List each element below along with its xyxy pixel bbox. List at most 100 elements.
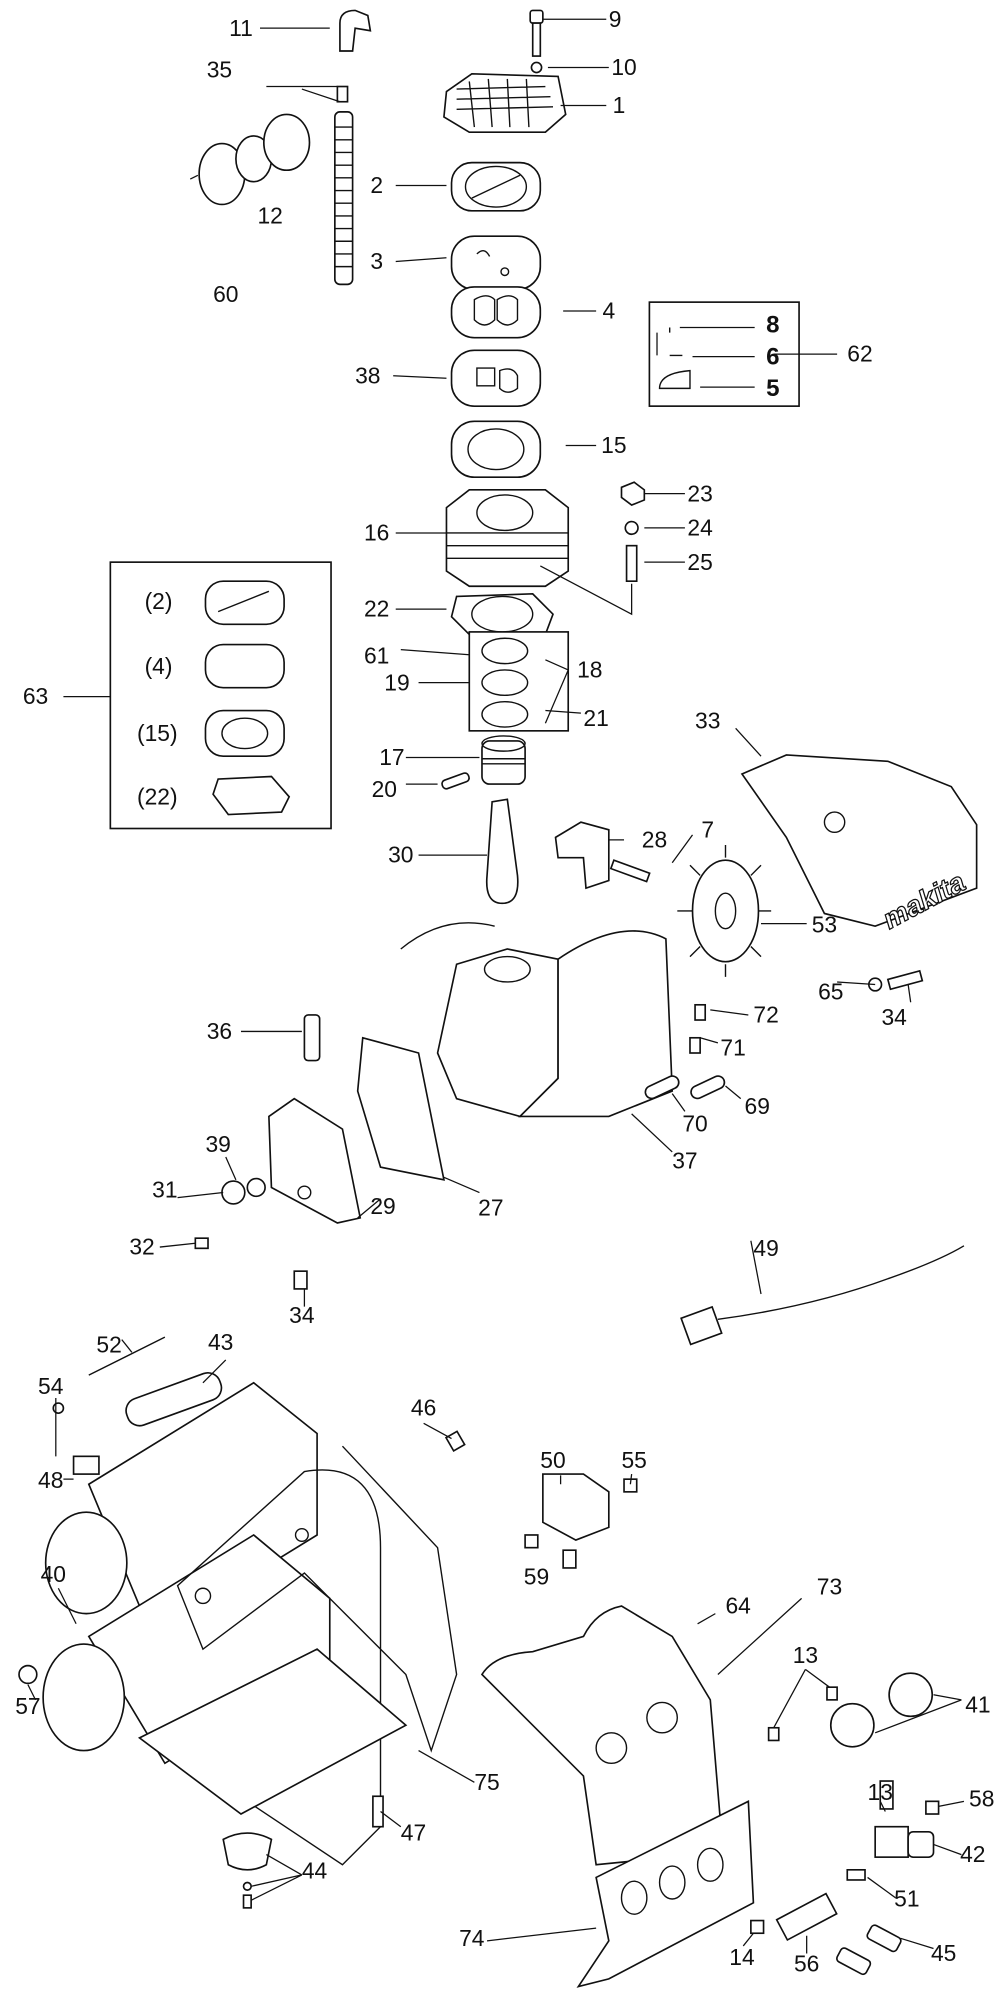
drain-valve <box>72 1455 100 1475</box>
gasket-4 <box>450 286 542 339</box>
gasket-2 <box>450 161 542 212</box>
cylinder <box>445 489 570 588</box>
callout-label-25: 25 <box>687 549 712 575</box>
kit-62-labels: 8 6 5 62 <box>766 312 873 402</box>
callout-label-59: 59 <box>524 1563 549 1589</box>
callout-label-21: 21 <box>583 705 608 731</box>
o-ring <box>246 1177 266 1198</box>
callout-label-40: 40 <box>41 1561 66 1587</box>
callout-label-32: 32 <box>129 1234 154 1260</box>
callout-label-18: 18 <box>577 657 602 683</box>
stud <box>625 544 638 582</box>
callout-label-11: 11 <box>229 15 253 41</box>
piston-rings-box <box>468 631 570 732</box>
pressure-gauge <box>888 1672 934 1718</box>
plug <box>750 1919 765 1935</box>
kit-63-item: (22) <box>137 783 178 809</box>
callout-label-4: 4 <box>602 298 615 324</box>
valve-plate-38 <box>450 349 542 407</box>
callout-label-37: 37 <box>672 1147 697 1173</box>
elbow <box>879 1780 894 1810</box>
callout-label-56: 56 <box>794 1950 819 1976</box>
callout-label-1: 1 <box>613 92 626 118</box>
check-valve <box>372 1795 384 1828</box>
leader-lines <box>27 18 965 1954</box>
callout-label-52: 52 <box>96 1331 121 1357</box>
bolt <box>886 969 924 991</box>
bolt-shank <box>531 22 542 57</box>
callout-label-20: 20 <box>372 776 397 802</box>
rubber-foot <box>222 1832 273 1871</box>
piston <box>481 735 526 785</box>
callout-label-47: 47 <box>401 1820 426 1846</box>
callout-label-48: 48 <box>38 1467 63 1493</box>
callout-label-12: 12 <box>257 202 282 228</box>
kit-63-item: (4) <box>145 653 173 679</box>
filter-housing <box>262 113 311 172</box>
bolt <box>529 9 544 24</box>
elbow-fitting <box>339 9 372 52</box>
washer <box>530 61 543 74</box>
quick-coupler <box>866 1924 902 1953</box>
callout-label-28: 28 <box>642 827 667 853</box>
callout-label-3: 3 <box>370 248 383 274</box>
fitting <box>925 1800 940 1815</box>
callout-label-43: 43 <box>208 1329 233 1355</box>
callout-label-42: 42 <box>960 1841 985 1867</box>
callout-label-50: 50 <box>540 1447 565 1473</box>
regulator <box>874 1825 935 1858</box>
callout-label-7: 7 <box>701 816 714 842</box>
callout-label-46: 46 <box>411 1395 436 1421</box>
callout-label-36: 36 <box>207 1018 232 1044</box>
pin <box>644 1075 680 1100</box>
nut <box>620 481 646 507</box>
gasket-27 <box>356 1036 445 1181</box>
kit-62-label: 62 <box>847 341 872 367</box>
callout-label-57: 57 <box>15 1693 40 1719</box>
callout-label-33: 33 <box>695 707 720 733</box>
callout-label-69: 69 <box>745 1093 770 1119</box>
pin <box>690 1075 726 1100</box>
carry-frame <box>151 1445 458 1866</box>
piston-ring <box>481 700 529 728</box>
oil-plug <box>221 1180 246 1205</box>
callout-label-72: 72 <box>753 1002 778 1028</box>
callout-label-24: 24 <box>687 515 713 541</box>
pressure-switch <box>542 1473 610 1541</box>
piston-ring <box>481 669 529 697</box>
callout-label-65: 65 <box>818 979 843 1005</box>
gasket-15 <box>450 420 542 478</box>
quick-coupler <box>835 1947 872 1976</box>
callout-label-31: 31 <box>152 1177 177 1203</box>
kit-63-labels: (2) (4) (15) (22) 63 <box>23 588 178 809</box>
callout-label-2: 2 <box>370 172 383 198</box>
callout-label-35: 35 <box>207 57 232 83</box>
spring <box>689 1036 701 1054</box>
callout-label-15: 15 <box>601 432 626 458</box>
callout-label-29: 29 <box>370 1193 395 1219</box>
callout-label-75: 75 <box>474 1769 499 1795</box>
callout-label-58: 58 <box>969 1785 994 1811</box>
kit-63-item: (15) <box>137 720 178 746</box>
clip <box>52 1402 65 1415</box>
screw <box>609 859 651 883</box>
kit-62-item: 6 <box>766 343 779 370</box>
callout-label-22: 22 <box>364 596 389 622</box>
cooling-fan <box>677 844 772 977</box>
connecting-rod <box>485 798 519 905</box>
callout-label-41: 41 <box>965 1692 990 1718</box>
base-plate <box>137 1648 408 1815</box>
callout-label-61: 61 <box>364 643 389 669</box>
callout-label-51: 51 <box>894 1886 919 1912</box>
callout-label-45: 45 <box>931 1940 956 1966</box>
gasket-22 <box>450 593 554 636</box>
manifold <box>775 1892 838 1942</box>
callout-label-23: 23 <box>687 480 712 506</box>
callout-label-34: 34 <box>881 1004 907 1030</box>
kit-62-item: 8 <box>766 312 779 339</box>
kit-63-label: 63 <box>23 683 48 709</box>
kit-62-item: 5 <box>766 375 779 402</box>
callout-label-16: 16 <box>364 520 389 546</box>
motor <box>400 922 674 1118</box>
